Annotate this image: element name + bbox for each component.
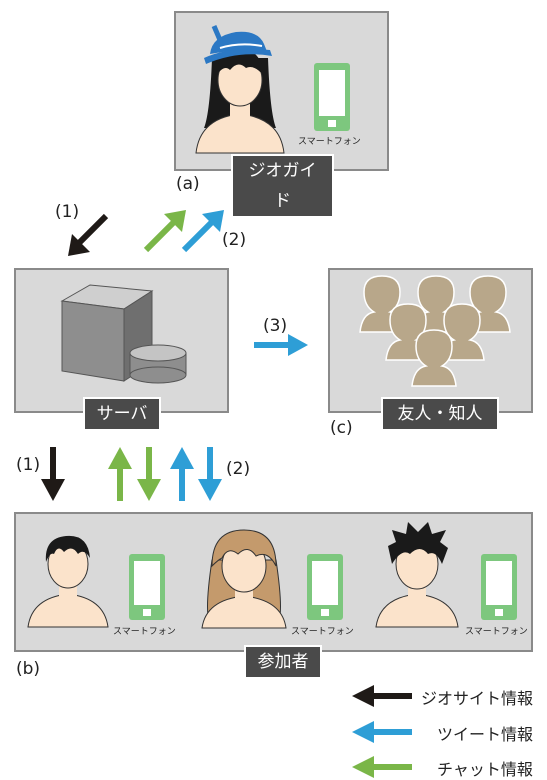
server-label: サーバ bbox=[83, 397, 161, 431]
chat-info-arrow-up bbox=[143, 210, 186, 253]
friends-label: 友人・知人 bbox=[381, 397, 499, 431]
participant-avatar-3-icon bbox=[375, 522, 459, 628]
chat-info-arrow-up-bottom bbox=[108, 447, 132, 501]
legend-chat-arrow-icon bbox=[352, 756, 412, 778]
participant-avatar-2-icon bbox=[201, 529, 287, 629]
legend-label-chat: チャット情報 bbox=[437, 760, 533, 779]
legend-label-geosite: ジオサイト情報 bbox=[421, 689, 534, 708]
legend-tweet-arrow-icon bbox=[352, 721, 412, 743]
geosite-info-arrow-down bbox=[68, 213, 109, 256]
participant-smartphone-3-icon bbox=[481, 554, 517, 620]
flow-label-1-top: (1) bbox=[55, 202, 80, 222]
participant-device-label-3: スマートフォン bbox=[465, 627, 528, 637]
geo-guide-avatar-icon bbox=[195, 25, 285, 154]
participants-label: 参加者 bbox=[244, 645, 322, 679]
chat-info-arrow-down-bottom bbox=[137, 447, 161, 501]
participant-avatar-1-icon bbox=[27, 535, 109, 628]
flow-label-2-bottom: (2) bbox=[226, 459, 251, 479]
friends-group-icon bbox=[359, 275, 511, 387]
legend-label-tweet: ツイート情報 bbox=[437, 725, 534, 744]
geo-guide-device-label: スマートフォン bbox=[298, 137, 361, 147]
participant-device-label-1: スマートフォン bbox=[113, 627, 176, 637]
friends-tag: (c) bbox=[330, 418, 353, 438]
participants-tag: (b) bbox=[16, 659, 41, 679]
server-icon bbox=[60, 284, 187, 384]
flow-label-2-top: (2) bbox=[222, 230, 247, 250]
participant-smartphone-2-icon bbox=[307, 554, 343, 620]
flow-label-1-bottom: (1) bbox=[16, 455, 41, 475]
geo-guide-tag: (a) bbox=[176, 174, 200, 194]
flow-label-3: (3) bbox=[263, 316, 288, 336]
tweet-info-arrow-up bbox=[181, 210, 224, 253]
tweet-info-arrow-down-bottom bbox=[198, 447, 222, 501]
participant-device-label-2: スマートフォン bbox=[291, 627, 354, 637]
legend-geosite-arrow-icon bbox=[352, 685, 412, 707]
geo-guide-smartphone-icon bbox=[314, 63, 350, 131]
participant-smartphone-1-icon bbox=[129, 554, 165, 620]
tweet-info-arrow-right bbox=[254, 334, 308, 356]
geo-guide-label: ジオガイド bbox=[231, 154, 334, 218]
tweet-info-arrow-up-bottom bbox=[170, 447, 194, 501]
geosite-info-arrow-down-bottom bbox=[41, 447, 65, 501]
